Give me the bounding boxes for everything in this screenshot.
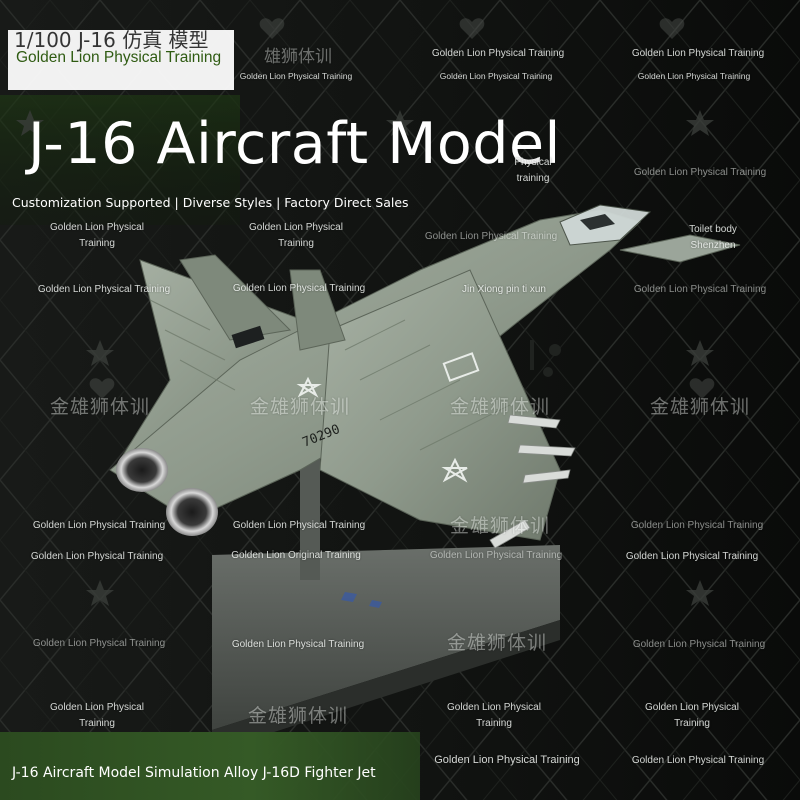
watermark: Golden Lion Physical bbox=[447, 702, 541, 713]
watermark: Training bbox=[79, 718, 115, 729]
watermark-chinese: 金雄狮体训 bbox=[249, 396, 351, 418]
banner-cutoff-text: 1/100 J-16 仿真 模型 bbox=[14, 28, 209, 52]
watermark-chinese: 雄狮体训 bbox=[264, 47, 332, 67]
watermark: Training bbox=[79, 238, 115, 249]
watermark: Golden Lion Physical Training bbox=[630, 520, 764, 531]
watermark-chinese: 金雄狮体训 bbox=[649, 396, 751, 418]
watermark: Golden Lion Physical Training bbox=[637, 71, 751, 81]
watermark: Golden Lion Physical Training bbox=[633, 167, 767, 178]
watermark: Golden Lion Physical bbox=[50, 702, 144, 713]
watermark: Golden Lion Physical Training bbox=[30, 551, 164, 562]
landing-gear bbox=[530, 340, 561, 377]
watermark: Jin Xiong pin ti xun bbox=[462, 284, 546, 295]
watermark: Golden Lion Physical Training bbox=[625, 551, 759, 562]
product-caption: J-16 Aircraft Model Simulation Alloy J-1… bbox=[12, 765, 376, 781]
star-insignia bbox=[296, 352, 480, 483]
missiles bbox=[489, 414, 576, 549]
watermark: Golden Lion Physical Training bbox=[424, 231, 558, 242]
page-title: J-16 Aircraft Model bbox=[28, 111, 561, 177]
watermark: Golden Lion Original Training bbox=[231, 550, 361, 561]
brand-label: Golden Lion Physical Training bbox=[16, 49, 222, 66]
watermark: Training bbox=[674, 718, 710, 729]
watermark-chinese: 金雄狮体训 bbox=[49, 396, 151, 418]
watermark: Physical bbox=[514, 157, 552, 168]
watermark: Golden Lion Physical bbox=[249, 222, 343, 233]
top-banner: 1/100 J-16 仿真 模型 bbox=[8, 28, 234, 90]
watermark: Golden Lion Physical Training bbox=[434, 754, 580, 766]
watermark: Golden Lion Physical Training bbox=[429, 550, 563, 561]
display-stand bbox=[212, 430, 560, 752]
watermark: Golden Lion Physical Training bbox=[231, 639, 365, 650]
watermark: Golden Lion Physical Training bbox=[37, 284, 171, 295]
watermark-chinese: 金雄狮体训 bbox=[247, 705, 349, 727]
watermark: Golden Lion Physical Training bbox=[32, 520, 166, 531]
watermark-chinese: 金雄狮体训 bbox=[449, 515, 551, 537]
watermark: Golden Lion Physical Training bbox=[431, 48, 565, 59]
watermark: Golden Lion Physical Training bbox=[633, 284, 767, 295]
watermark: Golden Lion Physical Training bbox=[631, 48, 765, 59]
watermark-chinese: 金雄狮体训 bbox=[449, 396, 551, 418]
engine-nozzle-left bbox=[116, 448, 168, 492]
watermark: Golden Lion Physical Training bbox=[239, 71, 353, 81]
watermark-chinese: 金雄狮体训 bbox=[446, 632, 548, 654]
watermark: Training bbox=[476, 718, 512, 729]
watermark: Toilet body bbox=[689, 224, 737, 235]
watermark: training bbox=[516, 173, 550, 184]
watermark: Golden Lion Physical Training bbox=[32, 638, 166, 649]
watermark: Golden Lion Physical bbox=[645, 702, 739, 713]
page-subtitle: Customization Supported | Diverse Styles… bbox=[12, 195, 409, 210]
watermark: Golden Lion Physical Training bbox=[631, 755, 765, 766]
watermark: Golden Lion Physical bbox=[50, 222, 144, 233]
watermark: Golden Lion Physical Training bbox=[632, 639, 766, 650]
engine-nozzle-right bbox=[166, 488, 218, 536]
watermark: Training bbox=[278, 238, 314, 249]
watermark: Golden Lion Physical Training bbox=[232, 283, 366, 294]
caption-bar bbox=[0, 732, 420, 800]
watermark: Golden Lion Physical Training bbox=[232, 520, 366, 531]
watermark: Shenzhen bbox=[690, 240, 736, 251]
watermark: Golden Lion Physical Training bbox=[439, 71, 553, 81]
